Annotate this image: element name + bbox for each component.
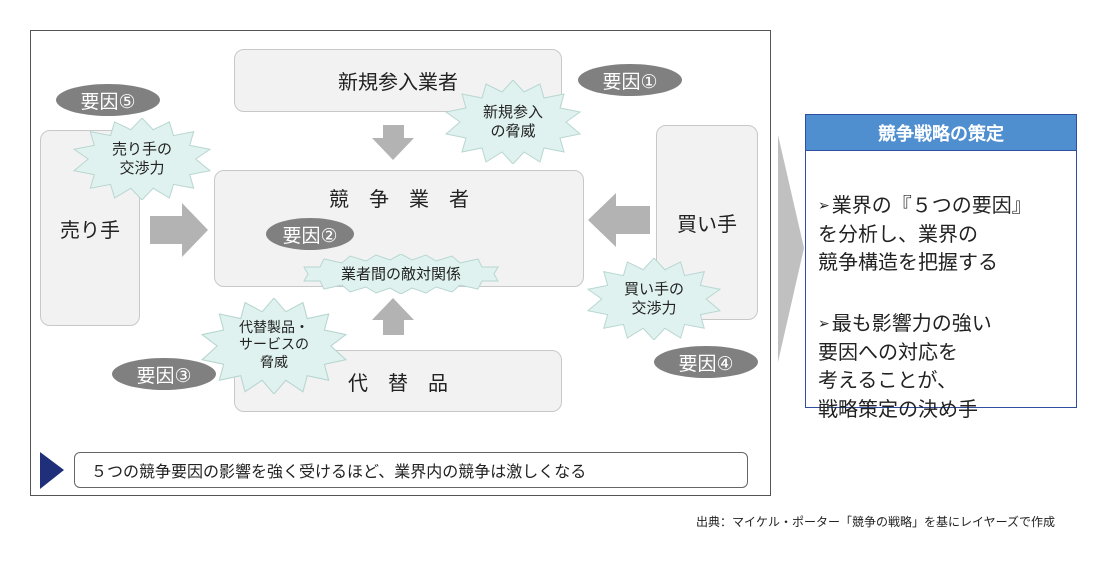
buyers-label: 買い手	[677, 212, 737, 236]
factor4-badge: 要因④	[654, 346, 758, 378]
seller-power-burst: 売り手の 交渉力	[72, 118, 212, 200]
arrow-up-icon	[372, 298, 414, 335]
seller-power-label: 売り手の 交渉力	[111, 140, 172, 177]
factor1-label: 要因①	[602, 70, 658, 93]
rivalry-label: 業者間の敵対関係	[340, 264, 461, 283]
threat-new-entrants-label: 新規参入 の脅威	[482, 103, 543, 140]
strategy-bullet-2: ➢最も影響力の強い 要因への対応を 考えることが、 戦略策定の決め手	[818, 281, 992, 423]
factor2-badge: 要因②	[266, 218, 354, 250]
factor3-badge: 要因③	[112, 358, 216, 390]
burst-shape-icon	[444, 80, 582, 164]
arrow-left-icon	[588, 193, 650, 247]
burst-shape-icon	[586, 258, 722, 340]
bullet-arrow-icon: ➢	[818, 316, 830, 333]
burst-shape-icon	[200, 298, 348, 394]
factor2-label: 要因②	[282, 224, 338, 247]
strategy-bullet-2-text: 最も影響力の強い 要因への対応を 考えることが、 戦略策定の決め手	[818, 311, 992, 421]
burst-shape-icon	[303, 254, 499, 294]
strategy-panel-title: 競争戦略の策定	[806, 115, 1076, 151]
summary-note-text: ５つの競争要因の影響を強く受けるほど、業界内の競争は激しくなる	[91, 462, 587, 481]
factor5-badge: 要因⑤	[56, 84, 160, 116]
strategy-bullet-1: ➢業界の『５つの要因』 を分析し、業界の 競争構造を把握する	[818, 163, 1032, 277]
buyer-power-burst: 買い手の 交渉力	[586, 258, 722, 340]
sellers-label: 売り手	[60, 217, 120, 242]
chevron-right-icon	[778, 135, 804, 362]
competitors-label: 競 争 業 者	[329, 187, 469, 211]
threat-substitutes-burst: 代替製品・ サービスの 脅威	[200, 298, 348, 394]
threat-new-entrants-burst: 新規参入 の脅威	[444, 80, 582, 164]
bullet-arrow-icon: ➢	[818, 198, 830, 215]
substitutes-label: 代 替 品	[348, 370, 448, 395]
burst-shape-icon	[72, 118, 212, 200]
strategy-panel: 競争戦略の策定 ➢業界の『５つの要因』 を分析し、業界の 競争構造を把握する ➢…	[805, 114, 1077, 421]
factor3-label: 要因③	[136, 364, 192, 387]
factor1-badge: 要因①	[578, 64, 682, 96]
strategy-bullet-1-text: 業界の『５つの要因』 を分析し、業界の 競争構造を把握する	[818, 193, 1032, 275]
factor4-label: 要因④	[678, 352, 734, 375]
buyer-power-label: 買い手の 交渉力	[623, 280, 684, 317]
arrow-right-icon	[150, 203, 208, 257]
arrow-down-icon	[372, 125, 414, 160]
source-caption: 出典：マイケル・ポーター「競争の戦略」を基にレイヤーズで作成	[695, 515, 1055, 529]
summary-note: ５つの競争要因の影響を強く受けるほど、業界内の競争は激しくなる	[74, 452, 748, 488]
new-entrants-label: 新規参入業者	[338, 70, 458, 94]
factor5-label: 要因⑤	[80, 90, 136, 113]
rivalry-burst: 業者間の敵対関係	[300, 254, 502, 294]
threat-substitutes-label: 代替製品・ サービスの 脅威	[239, 319, 309, 371]
note-triangle-icon	[40, 452, 64, 489]
